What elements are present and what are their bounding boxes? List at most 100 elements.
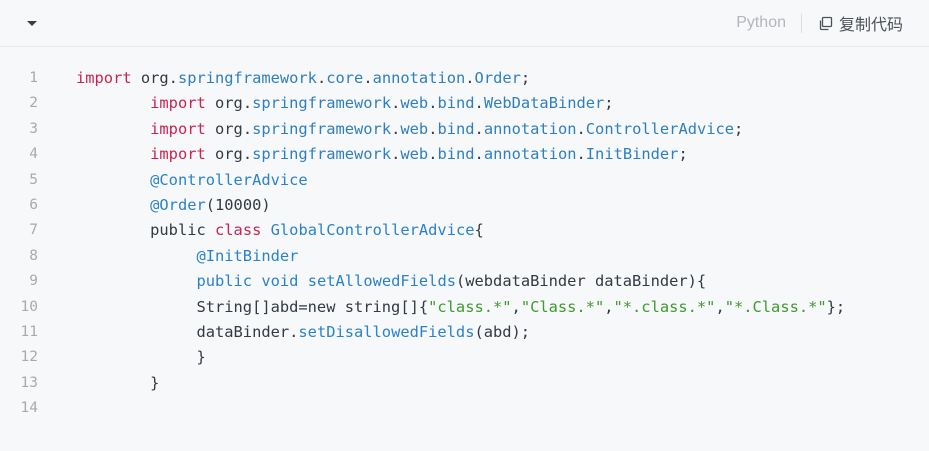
code-token: .	[465, 69, 475, 87]
line-content: import org.springframework.web.bind.anno…	[76, 117, 743, 142]
code-line: 1 import org.springframework.core.annotat…	[0, 66, 929, 91]
code-token: org.	[205, 94, 253, 113]
code-token: .	[474, 145, 484, 164]
code-token: import	[76, 69, 132, 87]
line-number: 7	[29, 222, 38, 239]
code-token: setAllowedFields	[307, 272, 456, 291]
code-token: "Class.*"	[520, 297, 605, 316]
line-number: 8	[29, 247, 38, 264]
code-token: String[]abd=new string[]{	[196, 297, 429, 316]
code-line: 11 dataBinder.setDisallowedFields(abd);	[0, 320, 929, 345]
code-token: springframework	[252, 94, 392, 113]
line-content: public class GlobalControllerAdvice{	[76, 218, 484, 243]
line-number: 12	[20, 349, 38, 366]
line-content: import org.springframework.web.bind.WebD…	[76, 91, 614, 116]
code-token: (webdataBinder dataBinder){	[455, 272, 707, 291]
code-token: ;	[678, 145, 688, 164]
code-token: ,	[511, 297, 521, 316]
line-number: 6	[29, 196, 38, 213]
code-token: import	[150, 119, 206, 138]
line-content: import org.springframework.core.annotati…	[76, 66, 530, 91]
code-token: void	[261, 272, 299, 291]
line-number: 9	[29, 273, 38, 290]
copy-code-button[interactable]: 复制代码	[818, 12, 903, 34]
code-line: 5 @ControllerAdvice	[0, 168, 929, 193]
line-number: 13	[20, 374, 38, 391]
code-token: class	[215, 221, 262, 240]
code-token: ;	[604, 94, 614, 113]
code-token: dataBinder.	[196, 322, 299, 341]
code-token: annotation	[483, 119, 577, 138]
code-token: .	[316, 69, 327, 87]
code-toolbar: Python 复制代码	[0, 0, 929, 47]
code-line: 12 }	[0, 345, 929, 370]
code-token: @ControllerAdvice	[150, 170, 308, 189]
code-token: .	[391, 145, 401, 164]
code-line: 10 String[]abd=new string[]{"class.*","C…	[0, 295, 929, 320]
code-token: ControllerAdvice	[585, 119, 735, 138]
line-content: dataBinder.setDisallowedFields(abd);	[76, 320, 530, 345]
code-token: };	[826, 297, 846, 316]
code-token: .	[428, 145, 438, 164]
code-token: ,	[604, 297, 614, 316]
code-token: GlobalControllerAdvice	[270, 221, 475, 240]
line-number: 2	[29, 95, 38, 112]
code-token: InitBinder	[585, 145, 679, 164]
code-token: @Order	[150, 195, 206, 214]
code-token: bind	[437, 94, 475, 113]
code-token: core	[326, 69, 364, 87]
code-line: 3 import org.springframework.web.bind.an…	[0, 117, 929, 142]
line-content: @InitBinder	[76, 244, 298, 269]
code-token: }	[150, 373, 160, 392]
code-token: "class.*"	[428, 297, 512, 316]
code-line: 13 }	[0, 371, 929, 396]
code-token: annotation	[483, 145, 577, 164]
code-token: {	[474, 221, 484, 240]
code-line: 7 public class GlobalControllerAdvice{	[0, 218, 929, 243]
code-token: ;	[734, 119, 744, 138]
line-number: 10	[20, 298, 38, 315]
code-token: springframework	[177, 69, 317, 87]
code-token: import	[150, 94, 206, 113]
code-token: (abd);	[474, 322, 531, 341]
code-token: .	[576, 119, 586, 138]
line-content: }	[76, 371, 159, 396]
line-number: 11	[20, 323, 38, 340]
code-token: .	[391, 119, 401, 138]
code-token: org.	[205, 119, 253, 138]
code-token: "*.Class.*"	[724, 297, 827, 316]
code-token: bind	[437, 145, 475, 164]
code-token: springframework	[252, 145, 392, 164]
code-token: org.	[131, 69, 178, 87]
code-token: .	[576, 145, 586, 164]
code-token: web	[400, 145, 429, 164]
code-token: public	[150, 221, 216, 240]
line-number: 1	[29, 70, 38, 86]
code-token: public	[196, 272, 253, 291]
code-token: ,	[715, 297, 725, 316]
code-line: 8 @InitBinder	[0, 244, 929, 269]
language-label: Python	[736, 14, 786, 31]
code-token: web	[400, 94, 429, 113]
code-line: 9 public void setAllowedFields(webdataBi…	[0, 269, 929, 294]
code-token: bind	[437, 119, 475, 138]
code-token: .	[363, 69, 373, 87]
code-token: .	[391, 94, 401, 113]
code-token: "*.class.*"	[613, 297, 716, 316]
chevron-down-icon[interactable]	[22, 15, 42, 31]
code-token: }	[196, 348, 206, 367]
code-token: import	[150, 145, 206, 164]
code-token	[261, 221, 270, 239]
line-content: }	[76, 345, 206, 370]
code-token: .	[428, 119, 438, 138]
line-content: @ControllerAdvice	[76, 168, 308, 193]
code-line: 4 import org.springframework.web.bind.an…	[0, 142, 929, 167]
code-token: @InitBinder	[196, 246, 299, 265]
line-content: @Order(10000)	[76, 193, 270, 218]
line-content: String[]abd=new string[]{"class.*","Clas…	[76, 295, 845, 320]
line-number: 3	[29, 120, 38, 137]
code-token: springframework	[252, 119, 392, 138]
code-token: .	[474, 94, 484, 113]
